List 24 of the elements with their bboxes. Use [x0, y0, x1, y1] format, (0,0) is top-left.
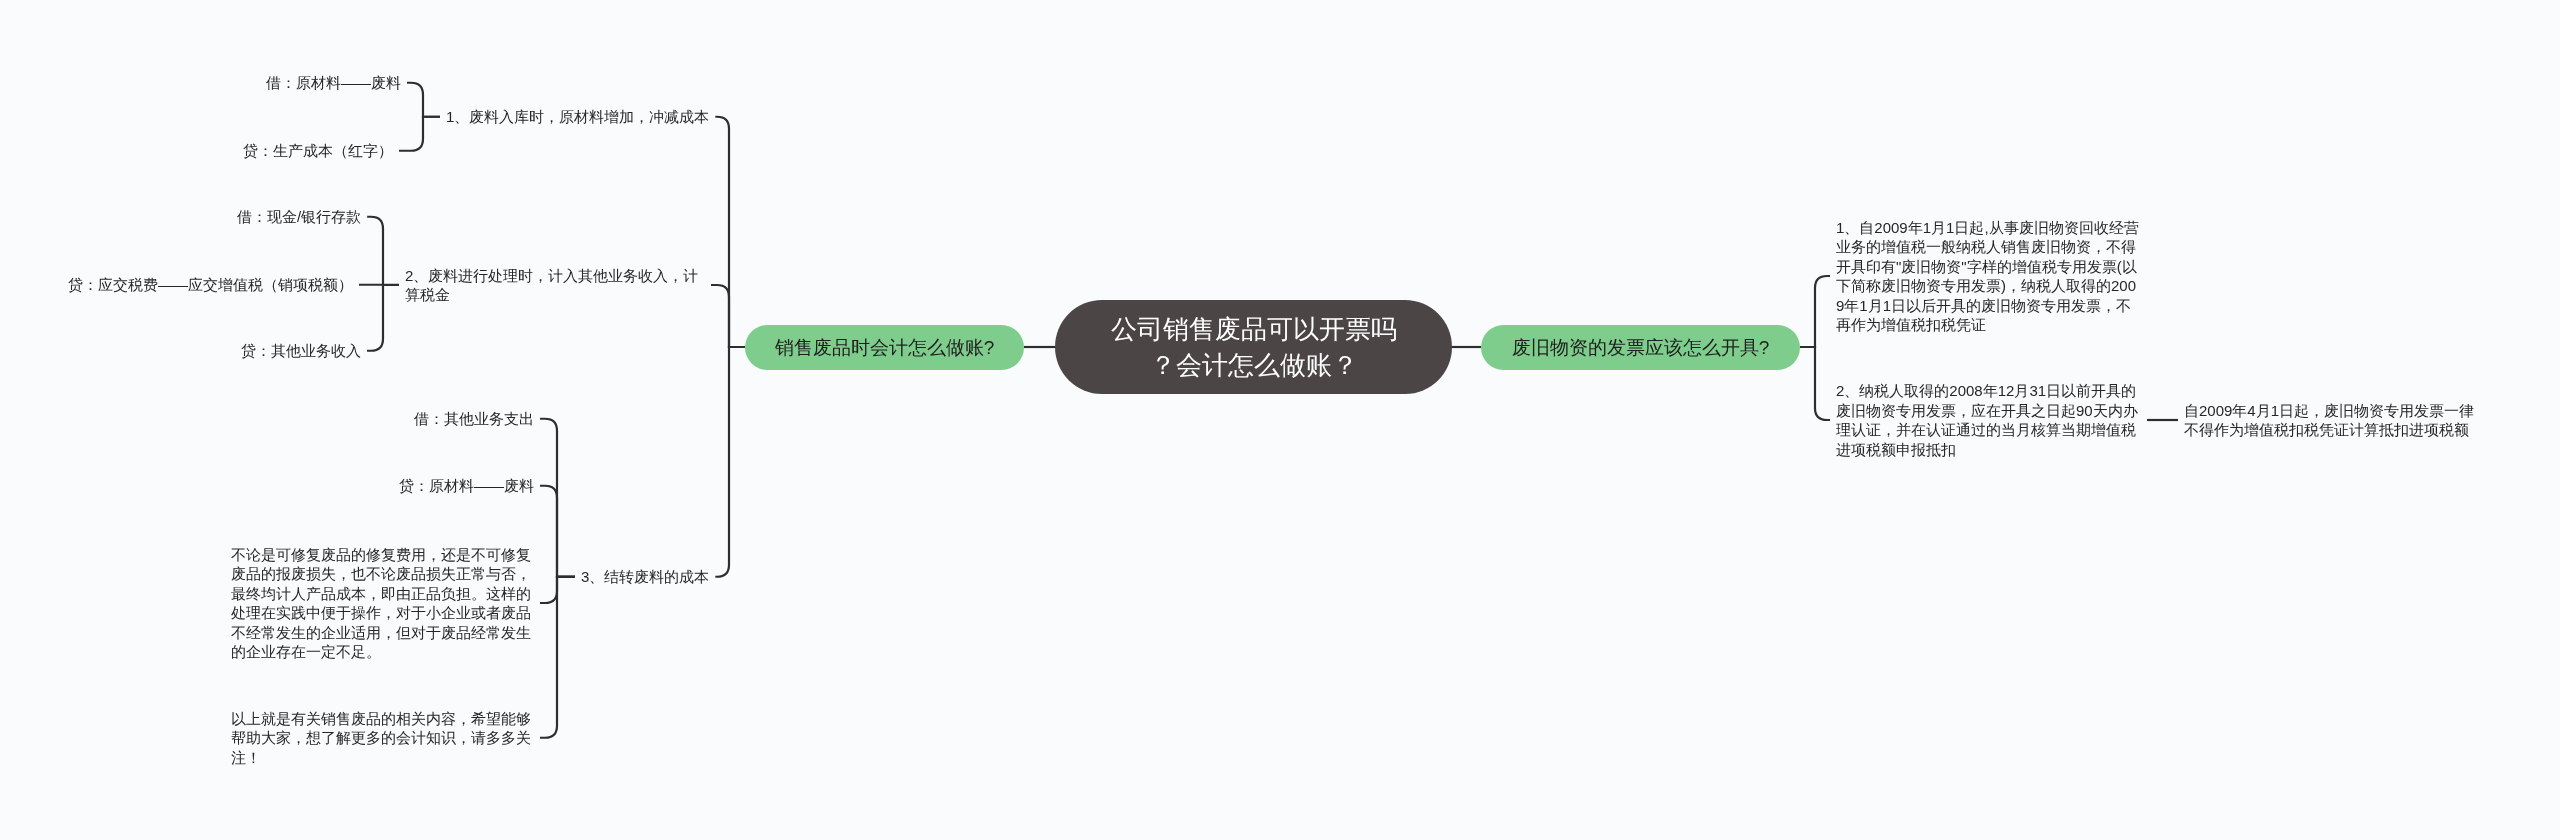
connector-line	[1024, 345, 1055, 349]
note-text: 以上就是有关销售废品的相关内容，希望能够帮助大家，想了解更多的会计知识，请多多关注！	[225, 708, 540, 767]
topic-text: 贷：生产成本（红字）	[237, 141, 399, 161]
topic-text: 贷：应交税费——应交增值税（销项税额）	[62, 275, 359, 295]
connector-line	[1800, 345, 1830, 422]
topic-text: 借：其他业务支出	[408, 409, 540, 429]
note-text: 1、自2009年1月1日起,从事废旧物资回收经营业务的增值税一般纳税人销售废旧物资，不得开具印有"废旧物资"字样的增值税专用发票(以下简称废旧物资专用发票)，纳税人取得的2009年1月1日以后开具的废旧物资专用发票，不再作为增值税扣税凭证	[1830, 217, 2147, 335]
topic-text: 贷：原材料——废料	[393, 476, 540, 496]
topic-text: 贷：其他业务收入	[235, 341, 367, 361]
topic-text: 1、废料入库时，原材料增加，冲减成本	[440, 107, 716, 127]
note-text: 自2009年4月1日起，废旧物资专用发票一律不得作为增值税扣税凭证计算抵扣进项税额	[2178, 400, 2488, 440]
topic-text: 借：现金/银行存款	[231, 207, 368, 227]
central-topic-box: 公司销售废品可以开票吗？会计怎么做账？	[1055, 300, 1452, 394]
connector-line	[715, 345, 745, 578]
connector-line	[2147, 418, 2178, 422]
topic-text: 3、结转废料的成本	[575, 567, 716, 587]
connector-line	[399, 115, 440, 152]
subtopic-box: 废旧物资的发票应该怎么开具?	[1481, 324, 1800, 370]
subtopic-box: 销售废品时会计怎么做账?	[745, 324, 1024, 370]
topic-text: 借：原材料——废料	[260, 73, 407, 93]
note-text: 2、纳税人取得的2008年12月31日以前开具的废旧物资专用发票，应在开具之日起90天内办理认证，并在认证通过的当月核算当期增值税进项税额申报抵扣	[1830, 381, 2147, 459]
note-text: 不论是可修复废品的修复费用，还是不可修复废品的报废损失，也不论废品损失正常与否，最终均计人产品成本，即由正品负担。这样的处理在实践中便于操作，对于小企业或者废品不经常发生的企业适用，但对于废品经常发生的企业存在一定不足。	[225, 544, 540, 662]
note-text: 2、废料进行处理时，计入其他业务收入，计算税金	[399, 265, 711, 305]
connector-line	[1452, 345, 1481, 349]
